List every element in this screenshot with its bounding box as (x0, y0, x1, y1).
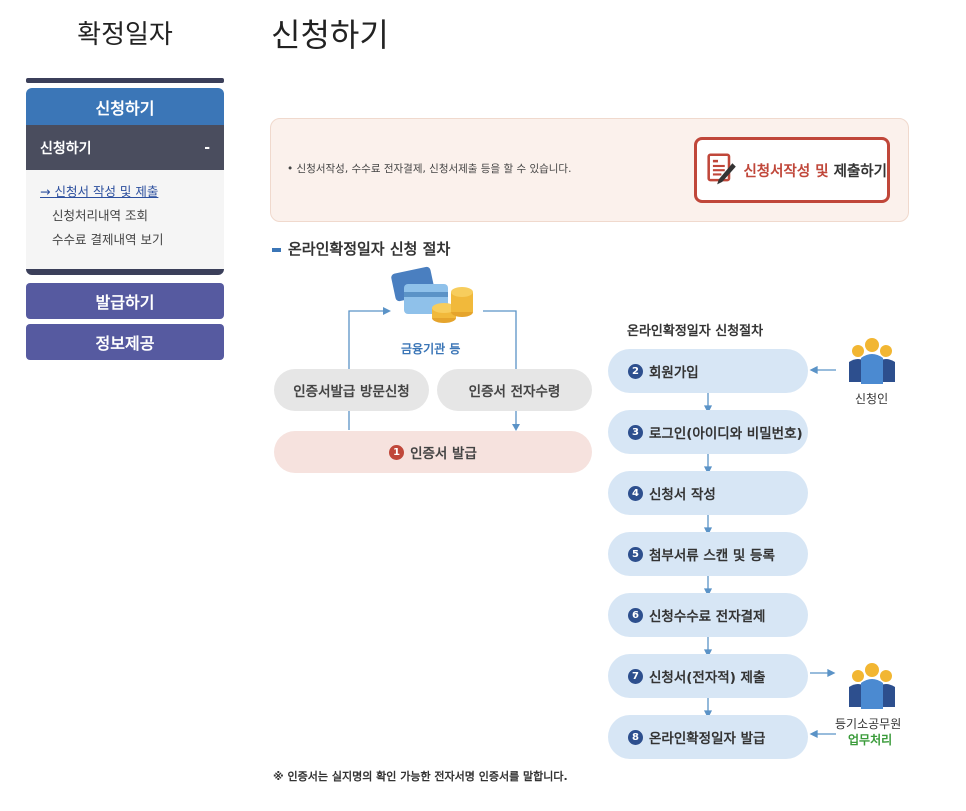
collapse-icon[interactable]: - (204, 139, 210, 156)
write-submit-button[interactable]: 신청서작성 및 제출하기 (694, 137, 890, 203)
officer-label: 등기소공무원 (835, 717, 902, 731)
bullet: • (287, 163, 294, 175)
sidebar-submenu-header[interactable]: 신청하기 - (26, 125, 224, 170)
applicant-icon (849, 338, 895, 384)
step-number: 1 (389, 444, 405, 460)
officer-icon (849, 663, 895, 709)
arrow-right-icon: → (40, 184, 51, 199)
receive-cert-pill: 인증서 전자수령 (437, 369, 592, 411)
sidebar-item-label: 신청서 작성 및 제출 (54, 184, 159, 199)
applicant-label: 신청인 (855, 392, 889, 406)
info-text: • 신청서작성, 수수료 전자결제, 신청서제출 등을 할 수 있습니다. (287, 161, 571, 176)
cert-issue-label: 인증서 발급 (410, 446, 477, 462)
write-submit-label: 신청서작성 및 제출하기 (743, 163, 887, 180)
page-title: 신청하기 (271, 16, 389, 54)
sidebar-item-write-submit[interactable]: → 신청서 작성 및 제출 (40, 180, 210, 204)
document-pen-icon (707, 153, 736, 185)
section-title: 온라인확정일자 신청 절차 (272, 238, 450, 259)
info-text-body: 신청서작성, 수수료 전자결제, 신청서제출 등을 할 수 있습니다. (296, 163, 572, 175)
finance-label: 금융기관 등 (401, 342, 461, 356)
sidebar-divider (26, 78, 224, 83)
officer-task-label: 업무처리 (848, 733, 893, 747)
sidebar-issue-button[interactable]: 발급하기 (26, 283, 224, 319)
sidebar-submenu-label: 신청하기 (40, 140, 92, 157)
sidebar-section-apply[interactable]: 신청하기 (26, 88, 224, 125)
sidebar-item-history[interactable]: 신청처리내역 조회 (52, 208, 148, 223)
visit-request-pill: 인증서발급 방문신청 (274, 369, 429, 411)
card-coins-icon (391, 266, 473, 323)
sidebar-item-payments[interactable]: 수수료 결제내역 보기 (52, 232, 164, 247)
info-box: • 신청서작성, 수수료 전자결제, 신청서제출 등을 할 수 있습니다. 신청… (270, 118, 909, 222)
sidebar-title: 확정일자 (77, 20, 173, 50)
flow-title: 온라인확정일자 신청절차 (627, 324, 764, 339)
cert-issue-pill: 1 인증서 발급 (274, 431, 592, 473)
sidebar-menu: 신청하기 신청하기 - → 신청서 작성 및 제출 신청처리내역 조회 수수료 … (26, 88, 224, 275)
footnote: ※ 인증서는 실지명의 확인 가능한 전자서명 인증서를 말합니다. (273, 770, 568, 783)
sidebar-info-button[interactable]: 정보제공 (26, 324, 224, 360)
sidebar-bottom-bar (26, 269, 224, 275)
